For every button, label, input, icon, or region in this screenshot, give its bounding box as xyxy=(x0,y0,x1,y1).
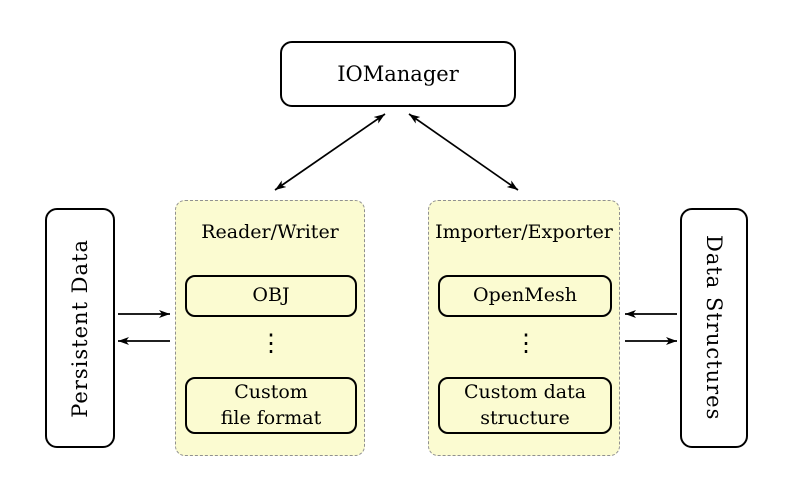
custom-data-structure-node: Custom data structure xyxy=(438,377,612,434)
obj-label: OBJ xyxy=(252,284,290,307)
reader-writer-title: Reader/Writer xyxy=(201,221,339,243)
custom-file-format-line2: file format xyxy=(220,406,322,429)
iomanager-label: IOManager xyxy=(337,62,459,86)
bidirectional-arrow-iomanager-readerwriter xyxy=(274,113,386,191)
importer-exporter-group: Importer/Exporter xyxy=(428,200,620,456)
persistent-data-label: Persistent Data xyxy=(68,238,92,418)
bidirectional-arrow-iomanager-importerexporter xyxy=(408,113,519,191)
custom-data-structure-line1: Custom data xyxy=(463,380,587,403)
importer-exporter-title: Importer/Exporter xyxy=(435,221,613,243)
custom-file-format-line1: Custom xyxy=(234,380,308,403)
data-structures-label: Data Structures xyxy=(702,235,726,421)
custom-data-structure-line2: structure xyxy=(480,406,570,429)
ellipsis-right: ⋮ xyxy=(514,329,538,357)
obj-node: OBJ xyxy=(185,275,357,317)
persistent-data-node: Persistent Data xyxy=(45,208,115,448)
reader-writer-group: Reader/Writer xyxy=(175,200,365,456)
openmesh-label: OpenMesh xyxy=(473,284,577,307)
custom-file-format-node: Custom file format xyxy=(185,377,357,434)
ellipsis-left: ⋮ xyxy=(259,329,283,357)
data-structures-node: Data Structures xyxy=(680,208,748,448)
openmesh-node: OpenMesh xyxy=(438,275,612,317)
iomanager-node: IOManager xyxy=(280,41,516,107)
